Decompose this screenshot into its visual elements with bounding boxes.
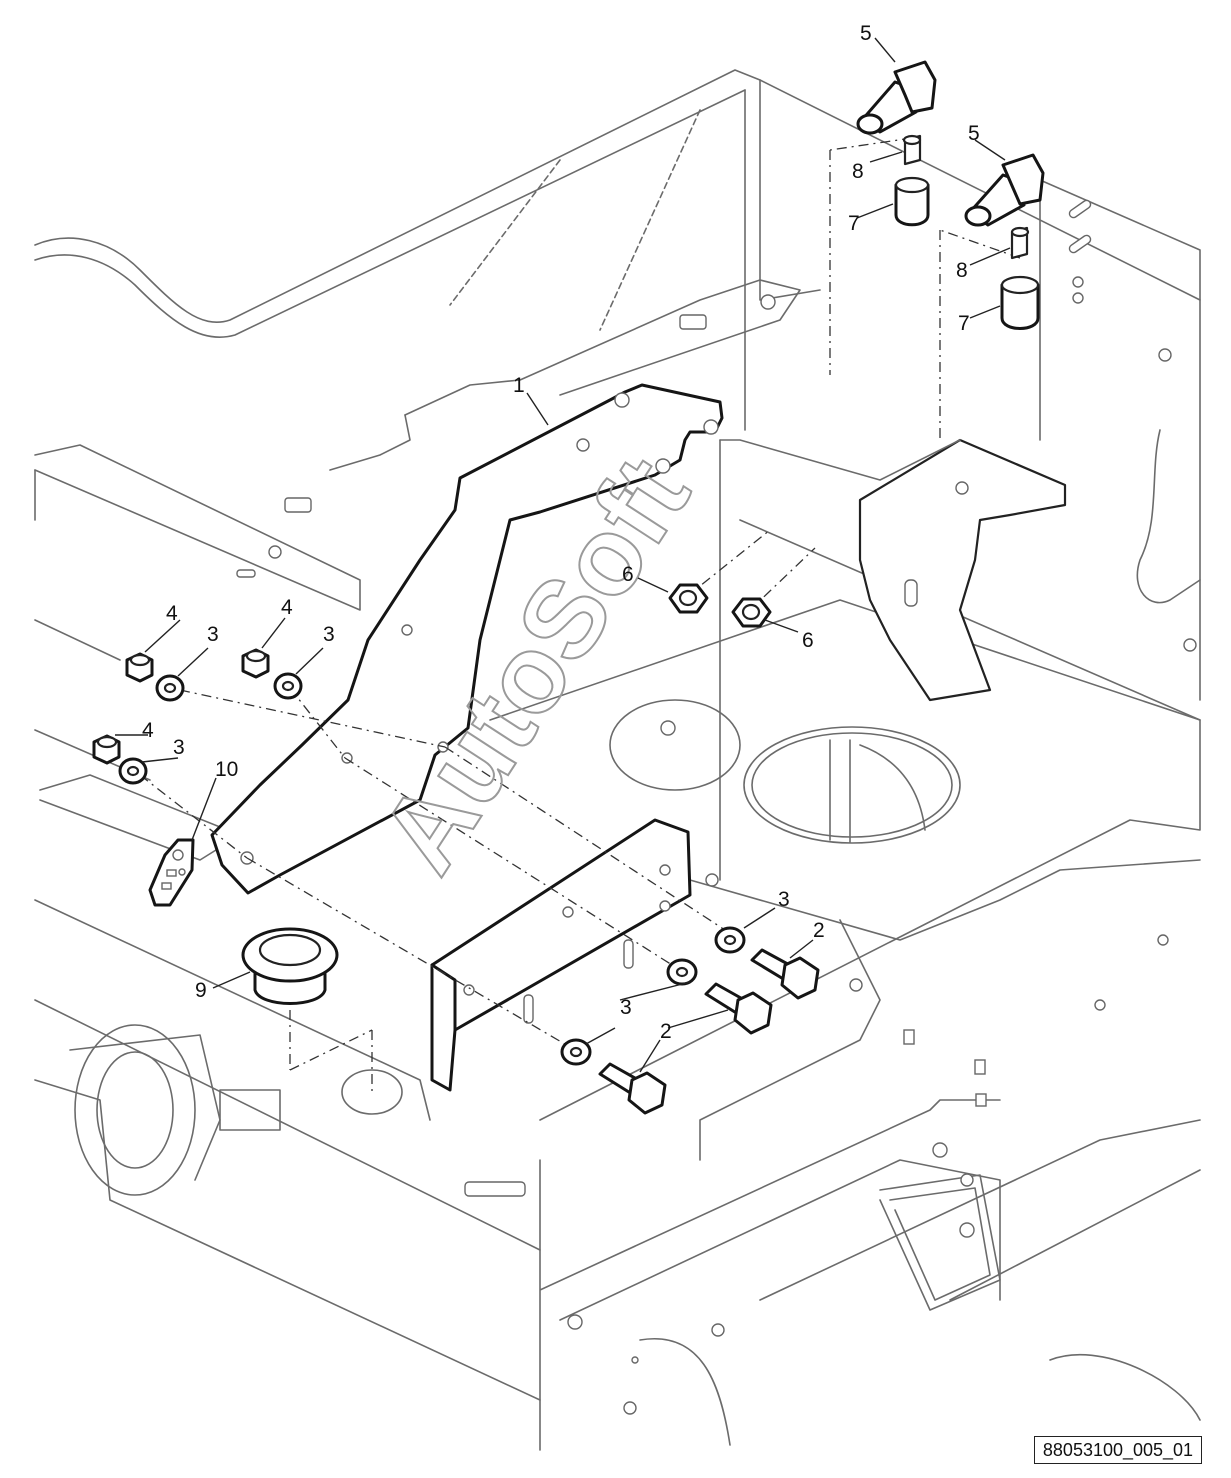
callout-9: 9 [195, 979, 207, 1002]
callout-2-lower: 2 [660, 1020, 672, 1043]
callout-4-left-top-a: 4 [166, 602, 178, 625]
assembly-axes [139, 137, 1021, 1092]
hydraulic-fittings [856, 60, 1045, 330]
callout-8-upper: 8 [852, 160, 864, 183]
callout-4-left-top-b: 4 [281, 596, 293, 619]
callout-3-left-top-a: 3 [207, 623, 219, 646]
callout-8-lower: 8 [956, 259, 968, 282]
machine-frame-background [34, 69, 1201, 1451]
callout-labels: 1 2 2 3 3 3 3 3 4 4 4 5 5 6 6 7 7 8 8 9 … [142, 22, 980, 1043]
callout-1: 1 [513, 374, 525, 397]
bolts-and-washers [560, 926, 820, 1115]
callout-5-lower: 5 [968, 122, 980, 145]
callout-6-left: 6 [622, 563, 634, 586]
drawing-id-label: 88053100_005_01 [1034, 1436, 1202, 1464]
clip-plate [148, 838, 195, 907]
callout-3-left-top-b: 3 [323, 623, 335, 646]
hex-nuts [668, 583, 772, 628]
callout-4-left-mid: 4 [142, 719, 154, 742]
bracket [210, 383, 724, 895]
left-fasteners [92, 648, 303, 785]
grommet [241, 927, 339, 1005]
callout-7-lower: 7 [958, 312, 970, 335]
callout-5-upper: 5 [860, 22, 872, 45]
callout-10: 10 [215, 758, 238, 781]
callout-2-upper: 2 [813, 919, 825, 942]
callout-3-left-mid: 3 [173, 736, 185, 759]
mounting-plate [430, 818, 692, 1092]
callout-6-right: 6 [802, 629, 814, 652]
leader-lines [115, 37, 1011, 1073]
callout-3-bottom-lower: 3 [620, 996, 632, 1019]
callout-3-bottom-upper: 3 [778, 888, 790, 911]
callout-7-upper: 7 [848, 212, 860, 235]
